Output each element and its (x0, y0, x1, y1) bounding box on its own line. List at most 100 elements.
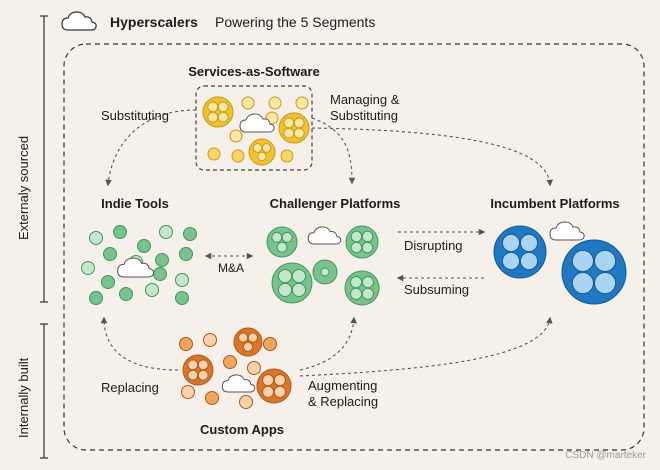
indie-dot (81, 261, 95, 275)
cluster-inner-dot (271, 231, 283, 243)
edge-replacing (100, 316, 179, 371)
cloud-icon (549, 221, 585, 241)
custom-dot (263, 337, 277, 351)
edge-augmenting-replacing (299, 316, 553, 377)
service-dot (280, 149, 294, 163)
edge-label-managing-2: Substituting (330, 108, 398, 123)
edge-label-augmenting-1: Augmenting (308, 378, 377, 393)
service-dot (229, 129, 243, 143)
cluster-inner-dot (519, 233, 539, 253)
indie-dot (89, 291, 103, 305)
edge-services-to-challenger (311, 117, 356, 185)
cloud-icon (307, 226, 342, 245)
cluster-inner-dot (571, 272, 594, 295)
indie-dot (175, 291, 189, 305)
edge-label-disrupting: Disrupting (404, 238, 463, 253)
custom-dot (247, 361, 261, 375)
indie-dot (153, 267, 167, 281)
cluster-inner-dot (207, 111, 219, 123)
edge-custom-to-challenger (299, 316, 357, 371)
node-challenger-label: Challenger Platforms (270, 196, 401, 211)
indie-dot (159, 225, 173, 239)
hyperscalers-cloud-icon (61, 11, 97, 31)
side-bracket-top (40, 15, 48, 303)
challenger-dots (266, 225, 380, 306)
cluster-inner-dot (361, 230, 374, 243)
side-label-internally-built: Internally built (16, 357, 31, 438)
cluster-inner-dot (238, 332, 249, 343)
indie-dot (155, 253, 169, 267)
cluster-inner-dot (276, 241, 288, 253)
indie-dot (113, 225, 127, 239)
edge-substituting (105, 109, 197, 187)
cluster-inner-dot (361, 241, 374, 254)
service-dot (268, 96, 282, 110)
custom-dot (203, 333, 217, 347)
edge-label-ma: M&A (218, 261, 244, 275)
indie-dot (175, 273, 189, 287)
cluster-inner-dot (217, 101, 229, 113)
cluster-inner-dot (519, 251, 539, 271)
cluster-inner-dot (320, 267, 330, 277)
custom-dot (223, 355, 237, 369)
cluster-inner-dot (350, 230, 363, 243)
services-dots (202, 96, 310, 166)
cluster-circle (256, 368, 292, 404)
indie-dot (101, 275, 115, 289)
watermark: CSDN @marteker (565, 450, 646, 461)
services-box (195, 85, 313, 171)
cluster-inner-dot (197, 369, 209, 381)
cluster-inner-dot (273, 385, 287, 399)
cloud-icon (221, 374, 256, 393)
side-label-externally-sourced: Externaly sourced (16, 136, 31, 240)
cluster-circle (278, 112, 310, 144)
cluster-circle (202, 96, 234, 128)
cluster-inner-dot (571, 249, 594, 272)
cloud-icon (117, 257, 155, 278)
indie-dot (119, 287, 133, 301)
outer-frame (63, 43, 645, 451)
header-title: Hyperscalers (110, 14, 198, 30)
edge-label-substituting: Substituting (101, 108, 169, 123)
cluster-inner-dot (361, 275, 375, 289)
cluster-inner-dot (273, 373, 287, 387)
indie-dot (137, 239, 151, 253)
cluster-inner-dot (217, 111, 229, 123)
cluster-inner-dot (594, 249, 617, 272)
cluster-inner-dot (501, 233, 521, 253)
cluster-inner-dot (247, 332, 258, 343)
custom-dot (239, 395, 253, 409)
cluster-circle (345, 225, 379, 259)
cluster-inner-dot (291, 268, 307, 284)
custom-dot (179, 337, 193, 351)
edge-label-subsuming: Subsuming (404, 282, 469, 297)
edge-managing-substituting (311, 127, 554, 187)
cluster-inner-dot (277, 268, 293, 284)
cluster-circle (182, 354, 214, 386)
custom-dot (205, 391, 219, 405)
node-incumbent-label: Incumbent Platforms (490, 196, 619, 211)
cluster-inner-dot (291, 282, 307, 298)
cluster-inner-dot (283, 127, 295, 139)
header-subtitle: Powering the 5 Segments (215, 14, 375, 30)
indie-dot (183, 227, 197, 241)
cluster-inner-dot (283, 117, 295, 129)
service-dot (241, 96, 255, 110)
edge-label-managing-1: Managing & (330, 92, 400, 107)
custom-dot (181, 385, 195, 399)
cluster-inner-dot (293, 117, 305, 129)
cluster-inner-dot (257, 151, 267, 162)
cluster-inner-dot (261, 373, 275, 387)
cluster-inner-dot (594, 272, 617, 295)
cluster-inner-dot (349, 287, 363, 301)
custom-dots (179, 327, 292, 409)
cluster-inner-dot (350, 241, 363, 254)
cluster-inner-dot (261, 385, 275, 399)
cluster-inner-dot (349, 275, 363, 289)
cluster-inner-dot (242, 341, 254, 352)
cluster-circle (271, 262, 313, 304)
cluster-inner-dot (207, 101, 219, 113)
node-services-label: Services-as-Software (188, 64, 320, 79)
cluster-inner-dot (501, 251, 521, 271)
